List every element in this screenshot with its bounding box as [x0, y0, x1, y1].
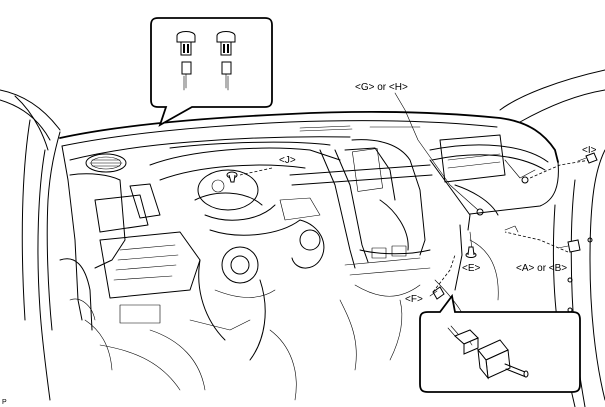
label-f: <F>: [405, 294, 423, 305]
vehicle-body: [0, 69, 605, 407]
clip-left-icon: [176, 31, 196, 91]
fasteners: [226, 152, 598, 300]
label-g-or-h: <G> or <H>: [355, 82, 408, 93]
label-a-or-b: <A> or <B>: [516, 263, 567, 274]
center-frame: [169, 139, 433, 371]
screw-j-icon: [226, 171, 238, 183]
clip-detail-callout: [150, 17, 273, 127]
clip-right-icon: [216, 31, 236, 91]
screw-f-icon: [429, 286, 445, 300]
labels: <J> <G> or <H> <I> <E> <A> or <B> <F> P: [2, 82, 597, 406]
connector-detail-callout: [419, 293, 581, 393]
left-panel: [59, 145, 201, 371]
dashboard-top: [59, 111, 559, 215]
label-j: <J>: [279, 155, 296, 166]
bolt-i-icon: [577, 152, 598, 164]
bolt-a-b-icon: [557, 239, 581, 253]
connector-icon: [447, 325, 529, 380]
label-i: <I>: [582, 145, 597, 156]
screw-e-icon: [465, 246, 477, 258]
steering-area: [99, 147, 341, 401]
corner-mark: P: [2, 399, 7, 406]
label-e: <E>: [462, 263, 481, 274]
